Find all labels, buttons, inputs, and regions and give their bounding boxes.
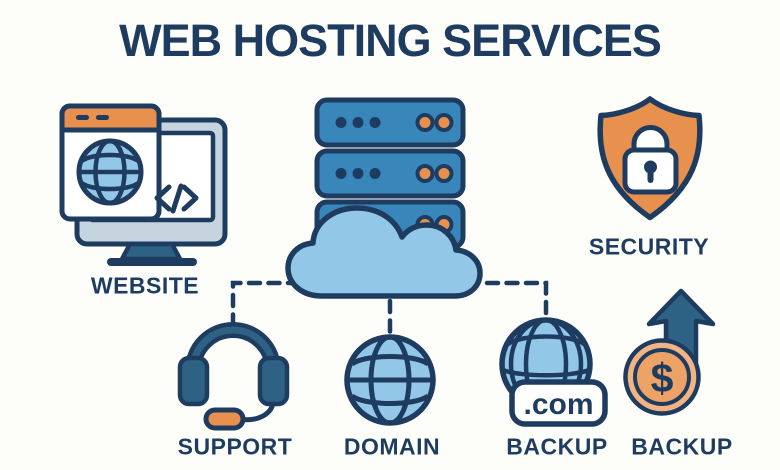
backup-dotcom-label: BACKUP [506, 433, 608, 460]
browser-globe-icon [76, 138, 144, 206]
hosting-server-cloud-icon [285, 97, 483, 299]
backup-growth-icon: $ [623, 288, 716, 416]
lock-icon [622, 125, 679, 195]
security-shield-icon [597, 96, 703, 221]
browser-titlebar [59, 103, 162, 133]
connector-dashed-lines [230, 280, 549, 338]
website-icon [59, 103, 228, 266]
dotcom-badge-text: .com [523, 388, 593, 421]
connector-cloud-to-support [230, 280, 302, 336]
server-unit [314, 97, 466, 148]
headset-band [189, 326, 277, 371]
dollar-coin-icon: $ [623, 338, 701, 416]
cloud-icon [285, 205, 483, 299]
mic-tip [203, 407, 246, 431]
monitor-base [107, 258, 197, 266]
domain-globe-icon [344, 334, 436, 426]
backup-growth-label: BACKUP [631, 433, 733, 460]
connector-cloud-to-backup [484, 280, 549, 322]
security-label: SECURITY [588, 233, 710, 260]
ear-cup-left [177, 355, 210, 407]
monitor-stand [119, 241, 183, 262]
support-headset-icon [177, 322, 290, 431]
browser-control-dash-icon [76, 115, 89, 120]
ear-cup-right [257, 355, 290, 407]
support-label: SUPPORT [177, 433, 293, 460]
dotcom-badge [509, 379, 608, 427]
dollar-symbol: $ [651, 355, 674, 401]
page-title: WEB HOSTING SERVICES [119, 15, 662, 66]
website-label: WEBSITE [90, 272, 200, 299]
backup-dotcom-icon: .com [499, 317, 608, 427]
domain-label: DOMAIN [343, 433, 441, 460]
code-icon [154, 183, 199, 214]
browser-control-dash-icon [96, 115, 109, 120]
server-unit [314, 148, 466, 199]
